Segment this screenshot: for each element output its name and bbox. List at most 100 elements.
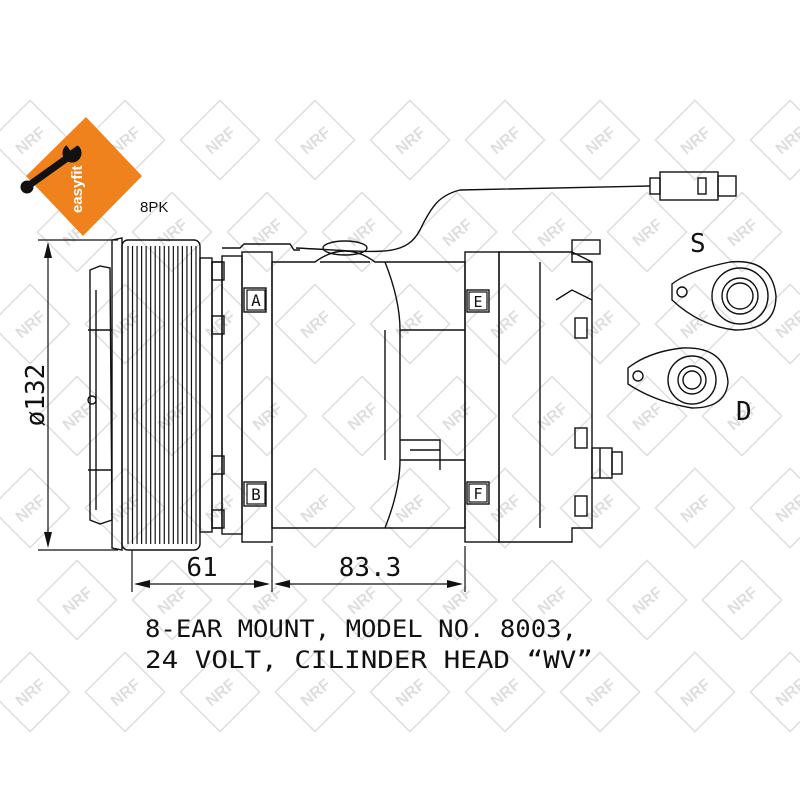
pulley-grooves-label: 8PK xyxy=(140,199,168,216)
watermark-tile: NRF xyxy=(274,283,356,365)
svg-text:NRF: NRF xyxy=(250,584,286,618)
watermark-tile: NRF xyxy=(274,467,356,549)
mount-label-e: E xyxy=(473,293,482,311)
svg-text:NRF: NRF xyxy=(725,584,761,618)
watermark-tile: NRF xyxy=(0,467,71,549)
watermark-tile: NRF xyxy=(274,99,356,181)
watermark-tile: NRF xyxy=(559,283,641,365)
port-label-suction: S xyxy=(690,229,706,259)
caption-line-2: 24 VOLT, CILINDER HEAD “WV” xyxy=(145,646,593,674)
watermark-tile: NRF xyxy=(606,191,688,273)
svg-text:NRF: NRF xyxy=(725,216,761,250)
watermark-tile: NRF xyxy=(654,99,736,181)
watermark-tile: NRF xyxy=(749,99,800,181)
svg-text:NRF: NRF xyxy=(440,216,476,250)
svg-text:NRF: NRF xyxy=(108,308,144,342)
easyfit-badge: easyfit xyxy=(20,117,142,236)
svg-text:NRF: NRF xyxy=(773,492,800,526)
watermark-tile: NRF xyxy=(654,651,736,733)
svg-text:NRF: NRF xyxy=(678,124,714,158)
watermark-tile: NRF xyxy=(606,375,688,457)
pulley-grooves xyxy=(127,246,197,544)
svg-text:NRF: NRF xyxy=(298,308,334,342)
watermark-tile: NRF xyxy=(511,375,593,457)
svg-text:NRF: NRF xyxy=(155,216,191,250)
badge-label: easyfit xyxy=(69,165,86,213)
watermark-tile: NRF xyxy=(84,467,166,549)
watermark-tile: NRF xyxy=(749,651,800,733)
watermark-tile: NRF xyxy=(369,99,451,181)
port-label-discharge: D xyxy=(736,397,752,427)
svg-text:NRF: NRF xyxy=(583,124,619,158)
svg-text:NRF: NRF xyxy=(393,492,429,526)
svg-text:NRF: NRF xyxy=(203,308,239,342)
svg-text:NRF: NRF xyxy=(345,216,381,250)
svg-text:NRF: NRF xyxy=(773,124,800,158)
svg-text:NRF: NRF xyxy=(630,216,666,250)
svg-text:NRF: NRF xyxy=(773,308,800,342)
front-bolts xyxy=(211,261,225,529)
watermark-tile: NRF xyxy=(179,99,261,181)
svg-text:NRF: NRF xyxy=(108,676,144,710)
watermark-tile: NRF xyxy=(179,467,261,549)
svg-text:NRF: NRF xyxy=(678,492,714,526)
svg-text:NRF: NRF xyxy=(583,676,619,710)
diameter-dimension: ø132 xyxy=(21,364,51,427)
watermark-tile: NRF xyxy=(701,191,783,273)
watermark-tile: NRF xyxy=(606,559,688,641)
watermark-tile: NRF xyxy=(416,375,498,457)
watermark-tile: NRF xyxy=(0,651,71,733)
svg-text:NRF: NRF xyxy=(298,492,334,526)
compressor-body-lines xyxy=(87,171,737,551)
dimension-lines xyxy=(38,239,466,592)
svg-text:NRF: NRF xyxy=(13,308,49,342)
svg-text:NRF: NRF xyxy=(583,308,619,342)
svg-text:NRF: NRF xyxy=(535,584,571,618)
watermark-tile: NRF xyxy=(654,467,736,549)
watermark-tile: NRF xyxy=(559,99,641,181)
port-flanges xyxy=(627,260,777,409)
svg-text:NRF: NRF xyxy=(630,400,666,434)
svg-text:NRF: NRF xyxy=(13,124,49,158)
watermark-tile: NRF xyxy=(0,283,71,365)
svg-text:NRF: NRF xyxy=(298,124,334,158)
dimension-arrows xyxy=(44,242,463,588)
mount-label-a: A xyxy=(251,291,261,310)
svg-text:NRF: NRF xyxy=(298,676,334,710)
svg-text:NRF: NRF xyxy=(250,216,286,250)
svg-text:NRF: NRF xyxy=(203,124,239,158)
svg-text:NRF: NRF xyxy=(13,492,49,526)
caption-line-1: 8-EAR MOUNT, MODEL NO. 8003, xyxy=(145,615,577,643)
watermark-tile: NRF xyxy=(654,283,736,365)
watermark-tile: NRF xyxy=(321,375,403,457)
watermark-tile: NRF xyxy=(36,559,118,641)
svg-text:NRF: NRF xyxy=(108,492,144,526)
svg-text:NRF: NRF xyxy=(60,584,96,618)
wrench-icon xyxy=(20,134,82,194)
svg-text:NRF: NRF xyxy=(488,676,524,710)
svg-text:NRF: NRF xyxy=(773,676,800,710)
svg-text:NRF: NRF xyxy=(630,584,666,618)
watermark-tile: NRF xyxy=(511,191,593,273)
watermark-tile: NRF xyxy=(464,99,546,181)
svg-text:NRF: NRF xyxy=(678,308,714,342)
watermark-tile: NRF xyxy=(321,191,403,273)
watermark-tile: NRF xyxy=(464,467,546,549)
svg-text:NRF: NRF xyxy=(155,584,191,618)
svg-text:NRF: NRF xyxy=(250,400,286,434)
mount-label-b: B xyxy=(251,485,261,504)
svg-text:NRF: NRF xyxy=(488,124,524,158)
watermark-tile: NRF xyxy=(701,559,783,641)
svg-text:NRF: NRF xyxy=(393,676,429,710)
svg-text:NRF: NRF xyxy=(60,400,96,434)
watermark-tile: NRF xyxy=(226,375,308,457)
svg-text:NRF: NRF xyxy=(440,584,476,618)
svg-text:NRF: NRF xyxy=(393,124,429,158)
watermark-tile: NRF xyxy=(369,283,451,365)
body-length-dimension: 83.3 xyxy=(339,553,402,583)
mount-label-f: F xyxy=(473,485,482,503)
clutch-length-dimension: 61 xyxy=(186,553,217,583)
svg-text:NRF: NRF xyxy=(488,492,524,526)
watermark-tile: NRF xyxy=(226,191,308,273)
